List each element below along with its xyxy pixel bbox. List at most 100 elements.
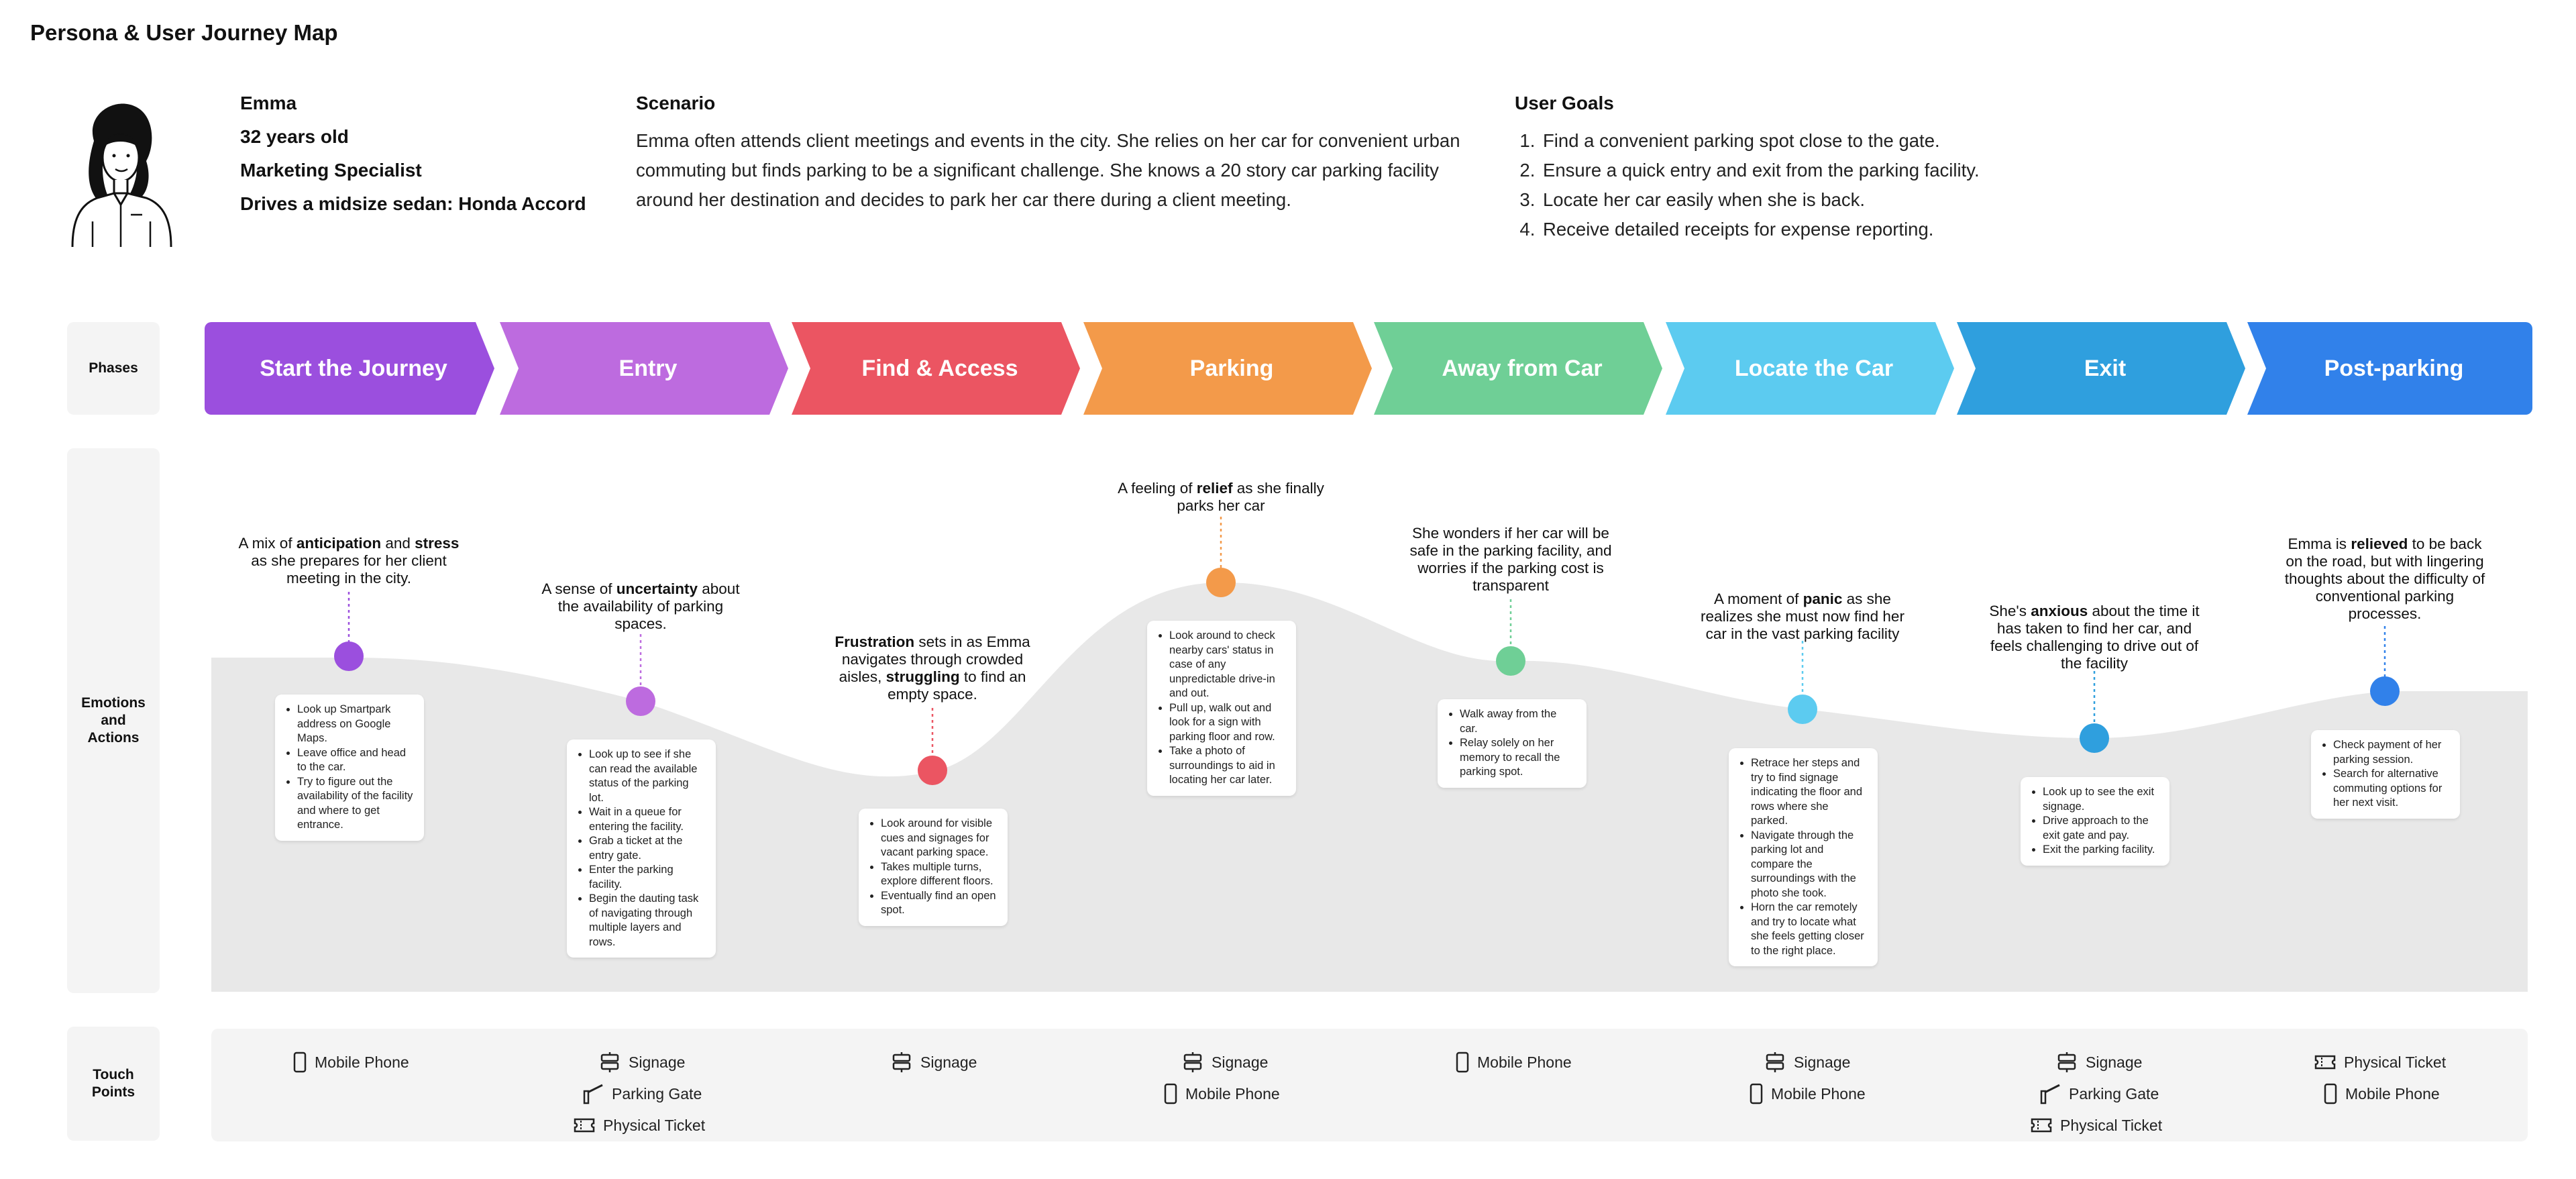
touchpoint-label: Physical Ticket	[603, 1116, 706, 1134]
phase-label: Start the Journey	[260, 355, 447, 381]
touchpoint-label: Physical Ticket	[2060, 1116, 2163, 1134]
phase-entry: Entry	[500, 322, 788, 415]
touchpoint: Signage	[891, 1049, 977, 1076]
touchpoint-label: Mobile Phone	[2345, 1084, 2440, 1103]
emotion-dot	[2370, 676, 2400, 706]
emotions-label-line: Actions	[87, 730, 140, 746]
phase-locate-the-car: Locate the Car	[1666, 322, 1954, 415]
action-item: Wait in a queue for entering the facilit…	[589, 805, 706, 834]
phase-label: Parking	[1189, 355, 1274, 381]
phase-post-parking: Post-parking	[2247, 322, 2532, 415]
mobile-phone-icon	[293, 1052, 307, 1073]
phase-label: Entry	[619, 355, 678, 381]
emotion-text: She wonders if her car will be safe in t…	[1409, 525, 1612, 594]
action-item: Exit the parking facility.	[2043, 843, 2160, 858]
action-item: Drive approach to the exit gate and pay.	[2043, 814, 2160, 843]
action-item: Relay solely on her memory to recall the…	[1460, 736, 1577, 780]
touchpoint-label: Parking Gate	[612, 1084, 702, 1103]
touch-label-line: Touch	[93, 1067, 134, 1082]
ticket-icon	[574, 1118, 595, 1133]
action-item: Grab a ticket at the entry gate.	[589, 834, 706, 863]
action-card: Look up Smartpark address on Google Maps…	[275, 695, 424, 841]
signage-icon	[1766, 1052, 1784, 1072]
touchpoints-row-label: Touch Points	[67, 1027, 160, 1141]
touchpoint: Physical Ticket	[574, 1112, 705, 1139]
action-item: Leave office and head to the car.	[297, 746, 415, 775]
mobile-phone-icon	[1164, 1083, 1177, 1105]
emotion-dot	[334, 642, 364, 671]
emotion-dot	[626, 686, 655, 716]
action-item: Look up Smartpark address on Google Maps…	[297, 703, 415, 746]
phase-find-and-access: Find & Access	[792, 322, 1080, 415]
emotions-label-line: Emotions	[81, 695, 146, 711]
emotion-text: A moment of panic as she realizes she mu…	[1701, 591, 1904, 642]
parking-gate-icon	[2040, 1084, 2060, 1105]
touchpoint: Signage	[1764, 1049, 1850, 1076]
action-item: Horn the car remotely and try to locate …	[1751, 901, 1868, 958]
goal-item: Find a convenient parking spot close to …	[1540, 126, 1980, 156]
ticket-icon	[2031, 1118, 2052, 1133]
action-card: Look up to see the exit signage. Drive a…	[2021, 777, 2169, 866]
touchpoint-label: Mobile Phone	[1185, 1084, 1280, 1103]
touchpoint: Signage	[1182, 1049, 1268, 1076]
touchpoint-label: Mobile Phone	[1771, 1084, 1866, 1103]
action-card: Retrace her steps and try to find signag…	[1729, 748, 1878, 966]
action-item: Look around to check nearby cars' status…	[1169, 629, 1287, 701]
action-card: Look around for visible cues and signage…	[859, 809, 1008, 926]
persona-role: Marketing Specialist	[240, 160, 422, 181]
touchpoint: Parking Gate	[582, 1080, 702, 1107]
touchpoint-label: Signage	[1794, 1053, 1851, 1071]
action-item: Eventually find an open spot.	[881, 889, 998, 918]
emotion-text: Emma is relieved to be back on the road,…	[2284, 535, 2485, 622]
touchpoint-label: Physical Ticket	[2344, 1053, 2447, 1071]
goals-heading: User Goals	[1515, 93, 1614, 113]
touch-label-line: Points	[91, 1084, 136, 1100]
touchpoint: Mobile Phone	[293, 1049, 409, 1076]
phase-start-the-journey: Start the Journey	[205, 322, 494, 415]
touchpoint-label: Signage	[629, 1053, 686, 1071]
emotion-dot	[1788, 695, 1817, 724]
signage-icon	[600, 1052, 619, 1072]
signage-icon	[2057, 1052, 2076, 1072]
action-item: Try to figure out the availability of th…	[297, 775, 415, 833]
touchpoint: Mobile Phone	[1750, 1080, 1866, 1107]
emotion-text: A sense of uncertainty about the availab…	[541, 580, 740, 632]
touchpoint: Mobile Phone	[2324, 1080, 2440, 1107]
emotion-text: A mix of anticipation and stress as she …	[238, 535, 460, 586]
touchpoint-label: Signage	[920, 1053, 977, 1071]
touchpoint: Parking Gate	[2039, 1080, 2159, 1107]
phase-label: Locate the Car	[1734, 355, 1894, 381]
action-card: Check payment of her parking session. Se…	[2311, 730, 2460, 819]
phase-parking: Parking	[1083, 322, 1372, 415]
touchpoint-label: Mobile Phone	[315, 1053, 409, 1071]
ticket-icon	[2314, 1055, 2336, 1070]
action-item: Navigate through the parking lot and com…	[1751, 829, 1868, 901]
touchpoint: Physical Ticket	[2314, 1049, 2446, 1076]
action-card: Look up to see if she can read the avail…	[567, 739, 716, 958]
persona-car: Drives a midsize sedan: Honda Accord	[240, 193, 586, 214]
scenario-text: Emma often attends client meetings and e…	[636, 130, 1460, 210]
mobile-phone-icon	[2324, 1083, 2337, 1105]
persona-name: Emma	[240, 93, 297, 113]
touchpoint-label: Mobile Phone	[1477, 1053, 1572, 1071]
action-item: Walk away from the car.	[1460, 707, 1577, 736]
emotion-dot	[1496, 646, 1525, 676]
touchpoint: Physical Ticket	[2031, 1112, 2162, 1139]
emotion-dot	[2080, 723, 2109, 753]
action-item: Begin the dauting task of navigating thr…	[589, 892, 706, 950]
scenario-heading: Scenario	[636, 93, 716, 113]
touchpoint: Signage	[2056, 1049, 2142, 1076]
action-item: Look around for visible cues and signage…	[881, 817, 998, 860]
phases-label-text: Phases	[89, 360, 138, 376]
goal-item: Ensure a quick entry and exit from the p…	[1540, 156, 1980, 185]
phases-row-label: Phases	[67, 322, 160, 415]
mobile-phone-icon	[1750, 1083, 1763, 1105]
action-item: Look up to see the exit signage.	[2043, 785, 2160, 814]
phase-label: Find & Access	[861, 355, 1018, 381]
touchpoint-label: Parking Gate	[2069, 1084, 2159, 1103]
touchpoint: Signage	[599, 1049, 685, 1076]
action-item: Search for alternative commuting options…	[2333, 767, 2451, 811]
phase-label: Away from Car	[1442, 355, 1603, 381]
emotion-text: A feeling of relief as she finally parks…	[1118, 480, 1324, 514]
